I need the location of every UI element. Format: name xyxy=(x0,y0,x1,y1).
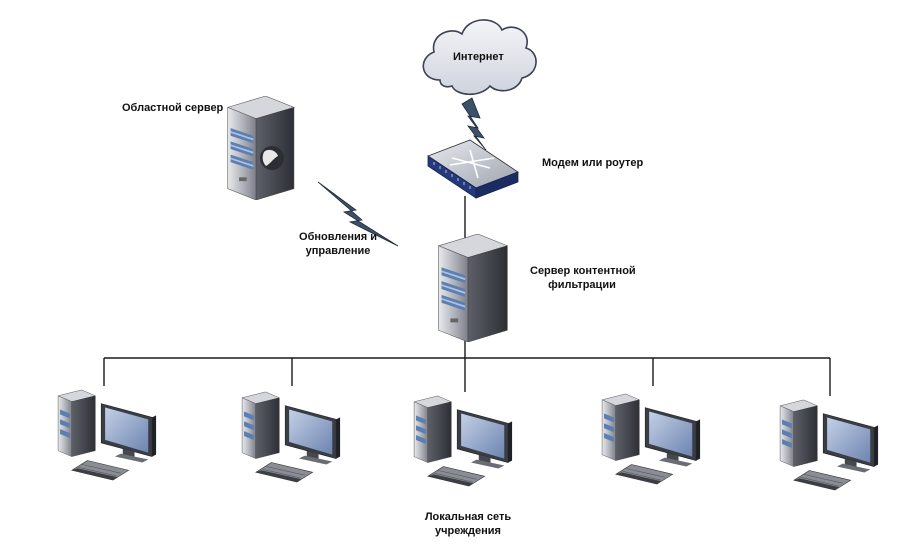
network-lines xyxy=(103,196,831,396)
workstation-5 xyxy=(779,399,879,491)
updates-label-line2: управление xyxy=(305,245,371,257)
filter-server-label: Сервер контентной фильтрации xyxy=(530,264,636,292)
lan-label: Локальная сеть учреждения xyxy=(420,510,516,538)
lan-label-line2: учреждения xyxy=(435,525,501,537)
update-link-lightning-icon xyxy=(317,181,399,247)
lightning-link-icon xyxy=(461,97,487,151)
workstation-3 xyxy=(413,395,513,487)
updates-label-line1: Обновления и xyxy=(299,231,377,243)
workstation-2 xyxy=(241,391,341,483)
filter-server-icon xyxy=(438,234,508,342)
updates-label: Обновления и управление xyxy=(298,230,378,258)
filter-server-label-line1: Сервер контентной xyxy=(530,265,636,277)
regional-server-icon xyxy=(227,96,295,200)
internet-label: Интернет xyxy=(453,51,504,63)
filter-server-label-line2: фильтрации xyxy=(548,279,616,291)
globe-icon xyxy=(260,146,284,170)
cloud-icon xyxy=(422,19,537,96)
lan-label-line1: Локальная сеть xyxy=(424,511,512,523)
router-icon xyxy=(427,139,519,199)
router-label: Модем или роутер xyxy=(542,157,644,169)
workstation-4 xyxy=(601,393,701,485)
regional-server-label: Областной сервер xyxy=(122,102,224,114)
workstation-1 xyxy=(57,389,157,481)
